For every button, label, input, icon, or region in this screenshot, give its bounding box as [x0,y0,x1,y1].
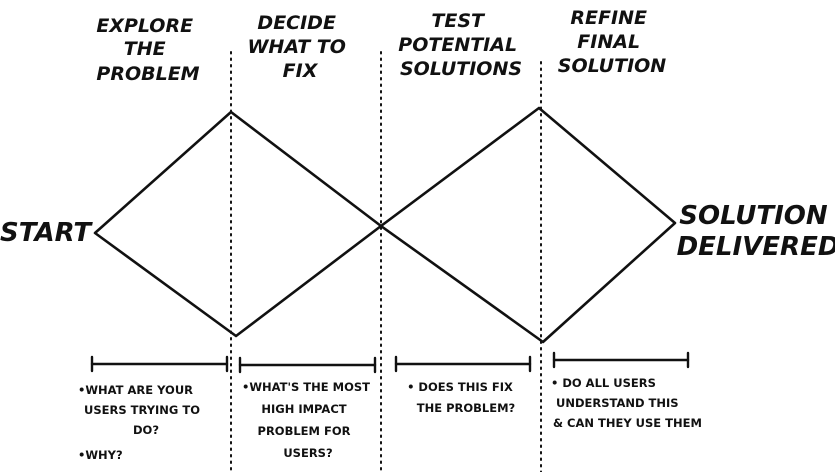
start-label: START [0,218,93,248]
phase-bracket-3 [394,355,532,373]
phase-3-notes: • DOES THIS FIX THE PROBLEM? [407,380,517,415]
phase-bracket-1 [90,355,229,373]
first-diamond [93,110,383,338]
second-diamond [379,106,677,344]
phase-1-notes: •WHAT ARE YOUR USERS TRYING TO DO? •WHY? [78,383,204,462]
phase-4-heading: REFINE FINAL SOLUTION [558,7,667,77]
phase-bracket-2 [238,356,377,374]
phase-bracket-4 [552,351,690,369]
phase-2-heading: DECIDE WHAT TO FIX [247,12,352,82]
end-label: SOLUTION DELIVERED [677,201,835,262]
phase-4-notes: • DO ALL USERS UNDERSTAND THIS & CAN THE… [551,376,702,430]
phase-3-heading: TEST POTENTIAL SOLUTIONS [398,10,523,80]
phase-1-heading: EXPLORE THE PROBLEM [96,15,199,85]
phase-2-notes: •WHAT'S THE MOST HIGH IMPACT PROBLEM FOR… [242,380,374,460]
